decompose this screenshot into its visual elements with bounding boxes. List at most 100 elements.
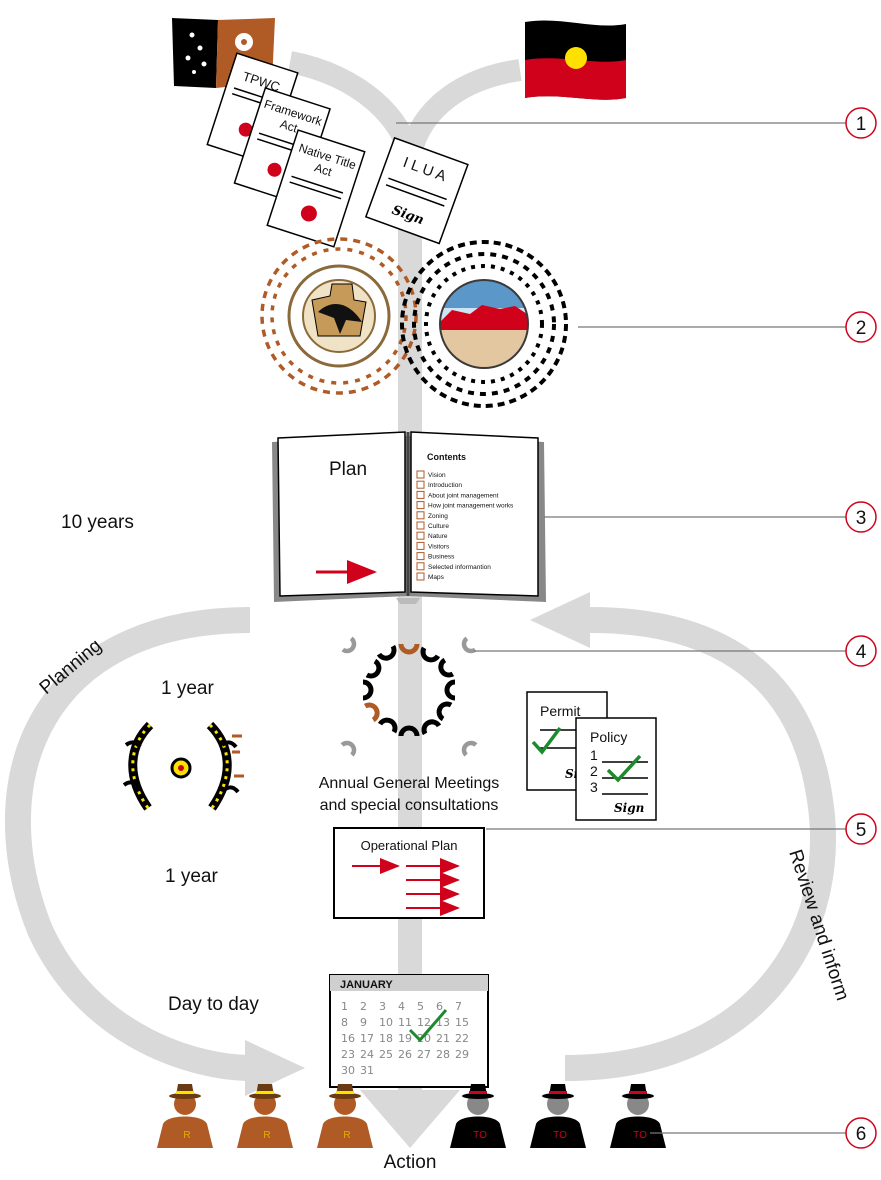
people-row: R R R TO TO TO <box>157 1084 666 1148</box>
meeting-seat <box>444 679 456 701</box>
observer-seat <box>341 636 357 654</box>
contents-item-icon <box>416 541 425 550</box>
traditional-owner-figure: TO <box>530 1084 586 1148</box>
one-year-label-b: 1 year <box>165 866 218 887</box>
action-label: Action <box>384 1152 437 1173</box>
figure-label: TO <box>473 1130 487 1141</box>
callout-number: 6 <box>856 1124 867 1145</box>
callout-4: 4 <box>845 635 877 667</box>
contents-item: Visitors <box>428 543 450 550</box>
meeting-seat <box>420 646 441 663</box>
contents-item-icon <box>416 521 425 530</box>
calendar-day: 17 <box>360 1032 374 1045</box>
calendar-day: 24 <box>360 1048 374 1061</box>
contents-item-icon <box>416 480 425 489</box>
callout-number: 4 <box>856 642 867 663</box>
landscape-logo-icon <box>439 279 529 369</box>
one-year-label-a: 1 year <box>161 678 214 699</box>
figure-label: R <box>343 1130 350 1141</box>
callout-3: 3 <box>845 501 877 533</box>
contents-item-icon <box>416 501 425 510</box>
callout-number: 3 <box>856 508 867 529</box>
svg-text:1: 1 <box>590 747 598 763</box>
meetings-label-line2: and special consultations <box>320 797 499 814</box>
contents-item-icon <box>416 572 425 581</box>
observer-seat <box>461 740 478 757</box>
figure-label: R <box>263 1130 270 1141</box>
meeting-seat <box>398 725 420 737</box>
svg-text:Permit: Permit <box>540 703 581 719</box>
figure-label: TO <box>553 1130 567 1141</box>
aboriginal-artwork-icon <box>122 721 244 811</box>
svg-text:Policy: Policy <box>590 729 627 745</box>
contents-item: Culture <box>428 523 449 530</box>
plan-title: Plan <box>329 459 367 480</box>
parks-and-wildlife-logo-icon <box>287 264 391 368</box>
callout-number: 2 <box>856 318 867 339</box>
contents-item: Introduction <box>428 482 462 489</box>
contents-item: About joint management <box>428 492 499 499</box>
calendar-day: 23 <box>341 1048 355 1061</box>
traditional-owner-figure: TO <box>450 1084 506 1148</box>
meeting-circle-icon <box>340 636 478 757</box>
parks-ring <box>260 237 418 395</box>
contents-item-icon <box>416 511 425 520</box>
calendar-day: 19 <box>398 1032 412 1045</box>
traditional-owner-figure: TO <box>610 1084 666 1148</box>
svg-text:JANUARY: JANUARY <box>340 979 393 991</box>
operational-plan-box: Operational Plan <box>333 827 485 919</box>
calendar-day: 15 <box>455 1016 469 1029</box>
svg-text:3: 3 <box>590 779 598 795</box>
contents-item: Business <box>428 554 455 561</box>
ranger-figure: R <box>237 1084 293 1148</box>
calendar-day: 18 <box>379 1032 393 1045</box>
figure-label: TO <box>633 1130 647 1141</box>
calendar-day: 2 <box>360 1000 367 1013</box>
ten-years-label: 10 years <box>61 512 134 533</box>
callout-markers: 1 2 3 4 5 6 <box>845 107 877 1149</box>
callout-lines <box>396 122 846 1134</box>
contents-item-icon <box>416 490 425 499</box>
contents-item: Nature <box>428 533 448 540</box>
planning-arc-arrow <box>4 607 305 1096</box>
calendar-day: 9 <box>360 1016 367 1029</box>
svg-text:Act: Act <box>313 160 334 179</box>
svg-text:Sign: Sign <box>614 801 644 815</box>
meeting-seat <box>376 644 397 661</box>
calendar-day: 22 <box>455 1032 469 1045</box>
meeting-seat <box>362 679 374 701</box>
calendar-day: 31 <box>360 1064 374 1077</box>
calendar-day: 25 <box>379 1048 393 1061</box>
calendar-day: 8 <box>341 1016 348 1029</box>
ilua-document: I L U A Sign <box>364 136 469 245</box>
calendar-day: 21 <box>436 1032 450 1045</box>
callout-number: 1 <box>856 114 867 135</box>
native-title-act-document: Native Title Act <box>266 129 366 248</box>
callout-2: 2 <box>845 311 877 343</box>
central-flow-arrowhead <box>360 1090 460 1148</box>
meeting-seat <box>363 702 380 723</box>
calendar-day: 10 <box>379 1016 393 1029</box>
contents-item: Zoning <box>428 513 448 520</box>
meeting-seat <box>377 717 398 734</box>
contents-item-icon <box>416 531 425 540</box>
ranger-figure: R <box>157 1084 213 1148</box>
calendar-day: 27 <box>417 1048 431 1061</box>
contents-item: How joint management works <box>428 503 514 510</box>
svg-text:Operational Plan: Operational Plan <box>361 838 458 853</box>
traditional-owner-ring <box>400 240 568 408</box>
meeting-seat <box>398 643 420 655</box>
observer-seat <box>461 636 477 654</box>
calendar-day: 6 <box>436 1000 443 1013</box>
meeting-seat <box>436 701 453 722</box>
calendar-day: 20 <box>417 1032 431 1045</box>
review-arc-arrow <box>530 592 836 1081</box>
calendar-day: 29 <box>455 1048 469 1061</box>
callout-number: 5 <box>856 820 867 841</box>
aboriginal-flag-icon <box>525 20 626 100</box>
